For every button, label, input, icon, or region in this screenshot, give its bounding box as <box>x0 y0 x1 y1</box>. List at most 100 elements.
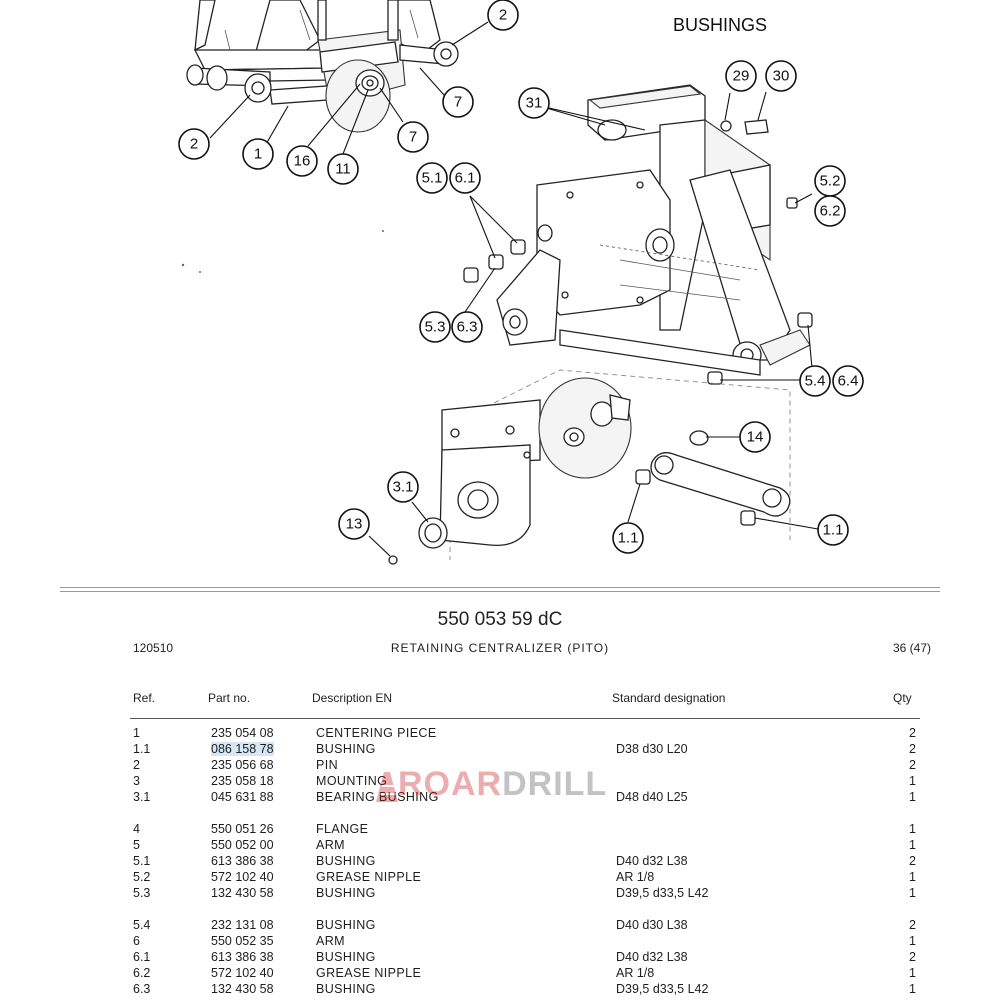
svg-text:5.4: 5.4 <box>805 373 826 390</box>
svg-text:7: 7 <box>454 94 462 111</box>
svg-text:1.1: 1.1 <box>823 522 844 539</box>
callout-2-left: 2 <box>178 128 210 160</box>
svg-text:6.2: 6.2 <box>820 203 841 220</box>
svg-text:5.1: 5.1 <box>422 170 443 187</box>
date-code: 120510 <box>133 641 174 655</box>
quantity-cell: 2 <box>909 726 916 740</box>
svg-text:16: 16 <box>294 153 311 170</box>
svg-text:29: 29 <box>733 68 750 85</box>
ref-cell: 5 <box>133 838 140 852</box>
ref-cell: 1 <box>133 726 140 740</box>
callout-6-2: 6.2 <box>814 195 846 227</box>
callout-6-4: 6.4 <box>832 365 864 397</box>
drill-rig-logo-icon <box>376 772 398 802</box>
callout-16: 16 <box>286 145 318 177</box>
ref-cell: 6.1 <box>133 950 151 964</box>
quantity-cell: 2 <box>909 758 916 772</box>
quantity-cell: 1 <box>909 966 916 980</box>
quantity-cell: 2 <box>909 742 916 756</box>
description-cell: ARM <box>316 934 345 948</box>
quantity-cell: 1 <box>909 774 916 788</box>
part-number-cell[interactable]: 572 102 40 <box>211 966 274 980</box>
callout-2-right: 2 <box>487 0 519 31</box>
standard-designation-cell: D39,5 d33,5 L42 <box>616 982 709 996</box>
quantity-cell: 1 <box>909 886 916 900</box>
table-row: 5 550 052 00 ARM 1 <box>0 838 1000 854</box>
ref-cell: 3 <box>133 774 140 788</box>
part-number-cell[interactable]: 086 158 78 <box>211 742 274 756</box>
svg-text:11: 11 <box>335 161 351 178</box>
svg-text:5.3: 5.3 <box>425 319 446 336</box>
svg-text:2: 2 <box>190 136 198 153</box>
part-number-cell[interactable]: 550 052 00 <box>211 838 274 852</box>
column-header-description: Description EN <box>312 691 393 705</box>
callout-5-3: 5.3 <box>419 311 451 343</box>
part-number-cell[interactable]: 132 430 58 <box>211 886 274 900</box>
svg-text:3.1: 3.1 <box>393 479 414 496</box>
standard-designation-cell: D38 d30 L20 <box>616 742 688 756</box>
callout-1-1-left: 1.1 <box>612 522 644 554</box>
part-number-cell[interactable]: 235 058 18 <box>211 774 274 788</box>
description-cell: GREASE NIPPLE <box>316 966 422 980</box>
part-number-cell[interactable]: 572 102 40 <box>211 870 274 884</box>
callout-1: 1 <box>242 138 274 170</box>
quantity-cell: 1 <box>909 838 916 852</box>
svg-text:6.3: 6.3 <box>457 319 478 336</box>
watermark-brand-b: DRILL <box>502 765 608 803</box>
ref-cell: 1.1 <box>133 742 151 756</box>
description-cell: PIN <box>316 758 339 772</box>
callout-13: 13 <box>338 508 370 540</box>
quantity-cell: 2 <box>909 854 916 868</box>
part-number-cell[interactable]: 235 054 08 <box>211 726 274 740</box>
document-number: 550 053 59 dC <box>437 609 563 630</box>
description-cell: MOUNTING <box>316 774 388 788</box>
quantity-cell: 1 <box>909 982 916 996</box>
column-header-standard: Standard designation <box>612 691 726 705</box>
part-number-cell[interactable]: 235 056 68 <box>211 758 274 772</box>
ref-cell: 6.3 <box>133 982 151 996</box>
part-number-cell[interactable]: 613 386 38 <box>211 854 274 868</box>
callout-3-1: 3.1 <box>387 471 419 503</box>
ref-cell: 6 <box>133 934 140 948</box>
callout-5-2: 5.2 <box>814 165 846 197</box>
part-number-cell[interactable]: 613 386 38 <box>211 950 274 964</box>
part-number-cell[interactable]: 550 051 26 <box>211 822 274 836</box>
quantity-cell: 1 <box>909 790 916 804</box>
divider-top <box>60 587 940 588</box>
description-cell: ARM <box>316 838 345 852</box>
description-cell: BEARING BUSHING <box>316 790 439 804</box>
callout-1-1-right: 1.1 <box>817 514 849 546</box>
main-bracket-drawing <box>463 84 813 385</box>
ref-cell: 5.4 <box>133 918 151 932</box>
callout-30: 30 <box>765 60 797 92</box>
standard-designation-cell: D39,5 d33,5 L42 <box>616 886 709 900</box>
callout-31: 31 <box>518 87 550 119</box>
quantity-cell: 1 <box>909 822 916 836</box>
part-number-cell[interactable]: 045 631 88 <box>211 790 274 804</box>
table-row: 3 235 058 18 MOUNTING 1 <box>0 774 1000 790</box>
document-title: RETAINING CENTRALIZER (PITO) <box>390 641 610 655</box>
column-header-ref: Ref. <box>133 691 156 705</box>
description-cell: FLANGE <box>316 822 369 836</box>
header-rule <box>130 718 920 719</box>
standard-designation-cell: AR 1/8 <box>616 870 655 884</box>
exploded-parts-diagram: BUSHINGS <box>178 0 864 565</box>
page-indicator: 36 (47) <box>892 641 931 655</box>
part-number-cell[interactable]: 132 430 58 <box>211 982 274 996</box>
description-cell: BUSHING <box>316 950 376 964</box>
svg-text:6.4: 6.4 <box>838 373 859 390</box>
part-number-cell[interactable]: 550 052 35 <box>211 934 274 948</box>
part-number-cell[interactable]: 232 131 08 <box>211 918 274 932</box>
description-cell: BUSHING <box>316 854 376 868</box>
description-cell: GREASE NIPPLE <box>316 870 422 884</box>
svg-text:30: 30 <box>773 68 790 85</box>
callout-bubbles: 2 2 7 7 1 16 11 29 30 31 5.1 6.1 5.2 6.2… <box>178 0 864 554</box>
svg-text:31: 31 <box>526 95 543 112</box>
standard-designation-cell: D40 d30 L38 <box>616 918 688 932</box>
svg-text:13: 13 <box>346 516 363 533</box>
